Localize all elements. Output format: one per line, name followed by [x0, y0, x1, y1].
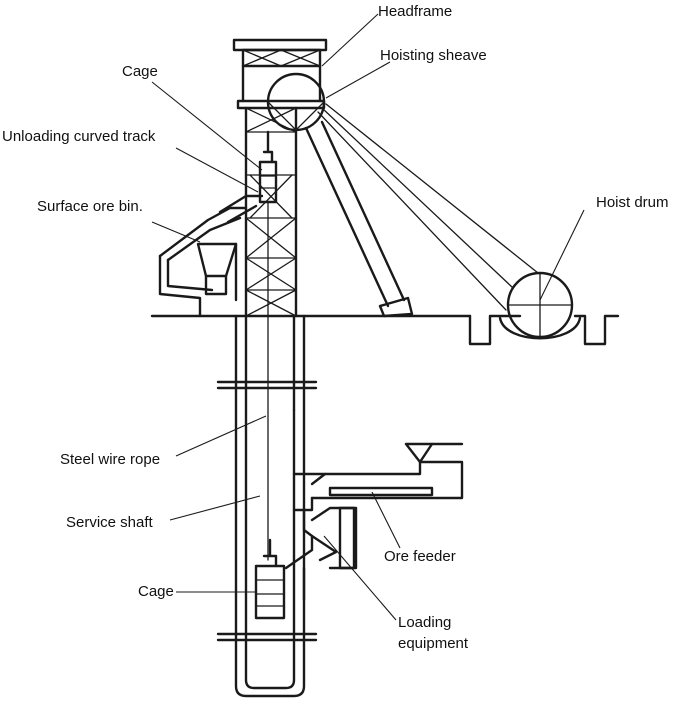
headframe — [232, 38, 328, 318]
cage-bottom-label: Cage — [138, 583, 174, 600]
service-shaft — [216, 314, 318, 698]
loading-equipment-label-line2: equipment — [398, 635, 469, 652]
hoist-drum-label: Hoist drum — [596, 194, 669, 211]
hoist-drum — [498, 271, 582, 340]
hoisting-sheave-label: Hoisting sheave — [380, 47, 487, 64]
inclined-strut — [304, 120, 414, 318]
leader-lines — [151, 13, 585, 621]
surface-ore-bin-label: Surface ore bin. — [37, 198, 143, 215]
unloading-track-label: Unloading curved track — [2, 128, 156, 145]
ground-surface — [150, 314, 620, 346]
headframe-label: Headframe — [378, 3, 453, 20]
bottom-cage — [254, 538, 286, 620]
top-cage — [258, 130, 278, 204]
ore-feeder-label: Ore feeder — [384, 548, 456, 565]
cage-top-label: Cage — [122, 63, 158, 80]
loading-equipment-label-line1: Loading — [398, 614, 452, 631]
surface-ore-bin — [158, 194, 264, 318]
loading-equipment — [284, 496, 358, 602]
steel-wire-rope-label: Steel wire rope — [60, 451, 161, 468]
hoist-ropes — [317, 103, 539, 311]
ore-feeder — [292, 408, 464, 500]
service-shaft-label: Service shaft — [66, 514, 153, 531]
hoisting-sheave — [266, 72, 326, 132]
